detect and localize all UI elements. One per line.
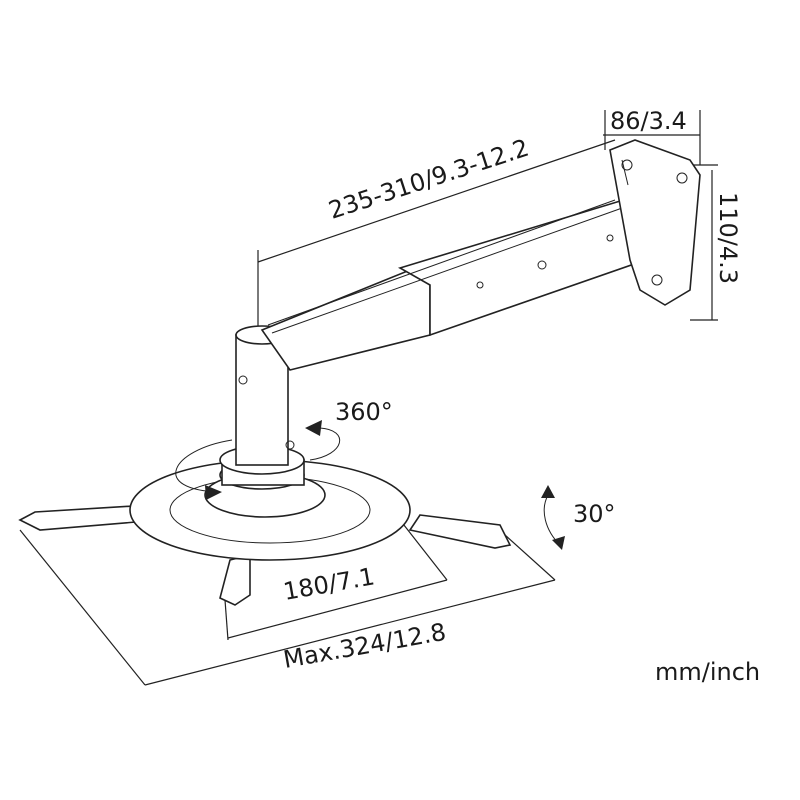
ceiling-plate [18,445,512,606]
inner-span-label: 180/7.1 [281,562,377,606]
wall-plate [609,139,701,306]
wall-height-label: 110/4.3 [714,192,742,284]
max-span-label: Max.324/12.8 [281,618,448,674]
tilt-label: 30° [573,500,616,528]
wall-depth-label: 86/3.4 [610,107,687,135]
rotation-360-arrow [175,420,341,500]
vertical-post [235,325,295,466]
rotation-label: 360° [335,398,393,426]
tilt-30-arrow [541,485,565,550]
dimension-lines [19,110,718,686]
telescopic-arm [260,194,661,371]
units-label: mm/inch [655,658,760,686]
